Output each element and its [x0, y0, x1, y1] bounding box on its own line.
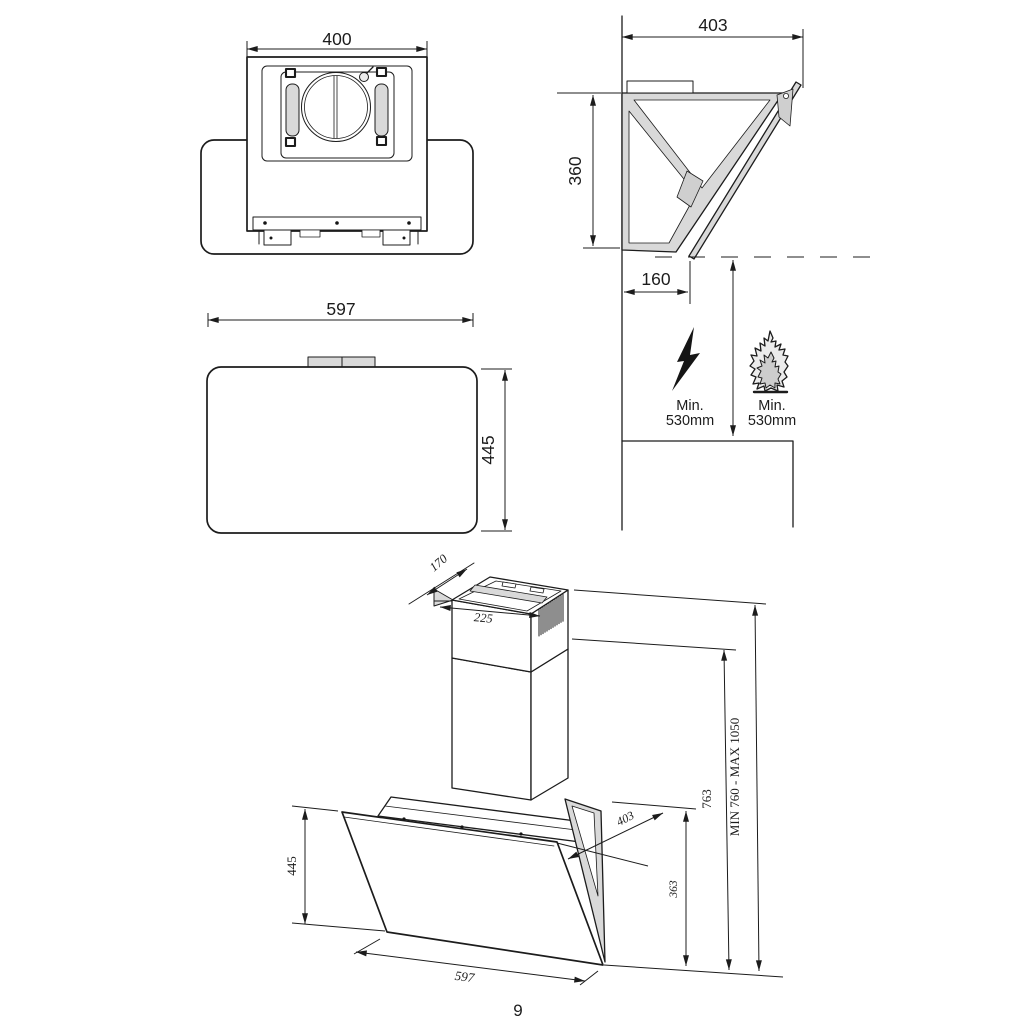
- gas-clearance-label-line1: Min.: [758, 398, 785, 414]
- top-view-width-dimension: 400: [246, 29, 428, 58]
- gas-clearance-label-line2: 530mm: [748, 413, 796, 429]
- counter-outline: [621, 440, 794, 528]
- glass-width-dimension: 597: [353, 938, 599, 986]
- page-number: 9: [513, 1001, 522, 1020]
- chimney-height-dimension: 763: [571, 638, 737, 971]
- dim-label-glass-height: 445: [284, 856, 299, 876]
- dim-label-top-width-persp: 403: [614, 808, 636, 829]
- dim-label-glass-width: 597: [454, 968, 476, 985]
- hob-baseline: [603, 964, 784, 978]
- dim-label-wall-offset: 170: [427, 551, 451, 574]
- hood-top-view: 400: [200, 29, 474, 255]
- dim-label-side-height: 360: [565, 156, 585, 185]
- damper-pin-icon: [359, 66, 374, 82]
- dim-label-body-height: 363: [668, 880, 680, 899]
- hood-front-view: 597 445: [206, 299, 512, 534]
- chimney-lower-section: [451, 648, 569, 801]
- dim-label-front-width: 597: [326, 299, 355, 319]
- lightning-icon: [672, 327, 700, 391]
- body-height-dimension: 363: [611, 801, 697, 966]
- side-bottom-depth-dimension: 160: [624, 261, 691, 304]
- side-height-dimension: 360: [557, 92, 621, 249]
- chimney-upper-section: [451, 576, 569, 673]
- duct-outlet-circle: [301, 72, 371, 142]
- hinge-bracket: [776, 88, 794, 127]
- dim-label-side-top-width: 403: [698, 15, 727, 35]
- glass-height-dimension: 445: [284, 805, 386, 932]
- internal-mounting-bracket: [469, 584, 548, 604]
- glass-panel-profile: [688, 81, 802, 260]
- flame-icon: [749, 330, 789, 394]
- clearance-diagram: Min. 530mm Min. 530mm: [621, 256, 886, 528]
- side-body-profile: [621, 80, 784, 253]
- electric-clearance-label-line1: Min.: [676, 398, 703, 414]
- dim-label-front-height: 445: [478, 435, 498, 464]
- hood-side-view: 403 360 160: [557, 15, 804, 531]
- dim-label-side-depth: 160: [641, 269, 670, 289]
- electric-clearance-label-line2: 530mm: [666, 413, 714, 429]
- dim-label-chimney-height: 763: [699, 789, 714, 809]
- side-top-width-dimension: 403: [622, 15, 804, 88]
- dim-label-top-width: 400: [322, 29, 351, 49]
- hood-perspective-view: 170 225 445 597 403 363: [284, 551, 784, 986]
- front-height-dimension: 445: [478, 368, 512, 532]
- chimney-depth-dimension: 225: [439, 604, 541, 626]
- dim-label-mounting-range: MIN 760 - MAX 1050: [727, 718, 742, 836]
- mounting-range-dimension: MIN 760 - MAX 1050: [573, 589, 767, 972]
- duct-mounting-brackets: [284, 66, 389, 148]
- front-width-dimension: 597: [207, 299, 474, 327]
- front-glass-panel: [206, 356, 478, 534]
- vent-grille: [538, 593, 564, 637]
- rear-mounting-bar: [252, 216, 422, 246]
- duct-outlet-profile: [626, 80, 694, 94]
- dim-label-chimney-depth: 225: [473, 610, 493, 626]
- glass-front-panel: [341, 811, 604, 966]
